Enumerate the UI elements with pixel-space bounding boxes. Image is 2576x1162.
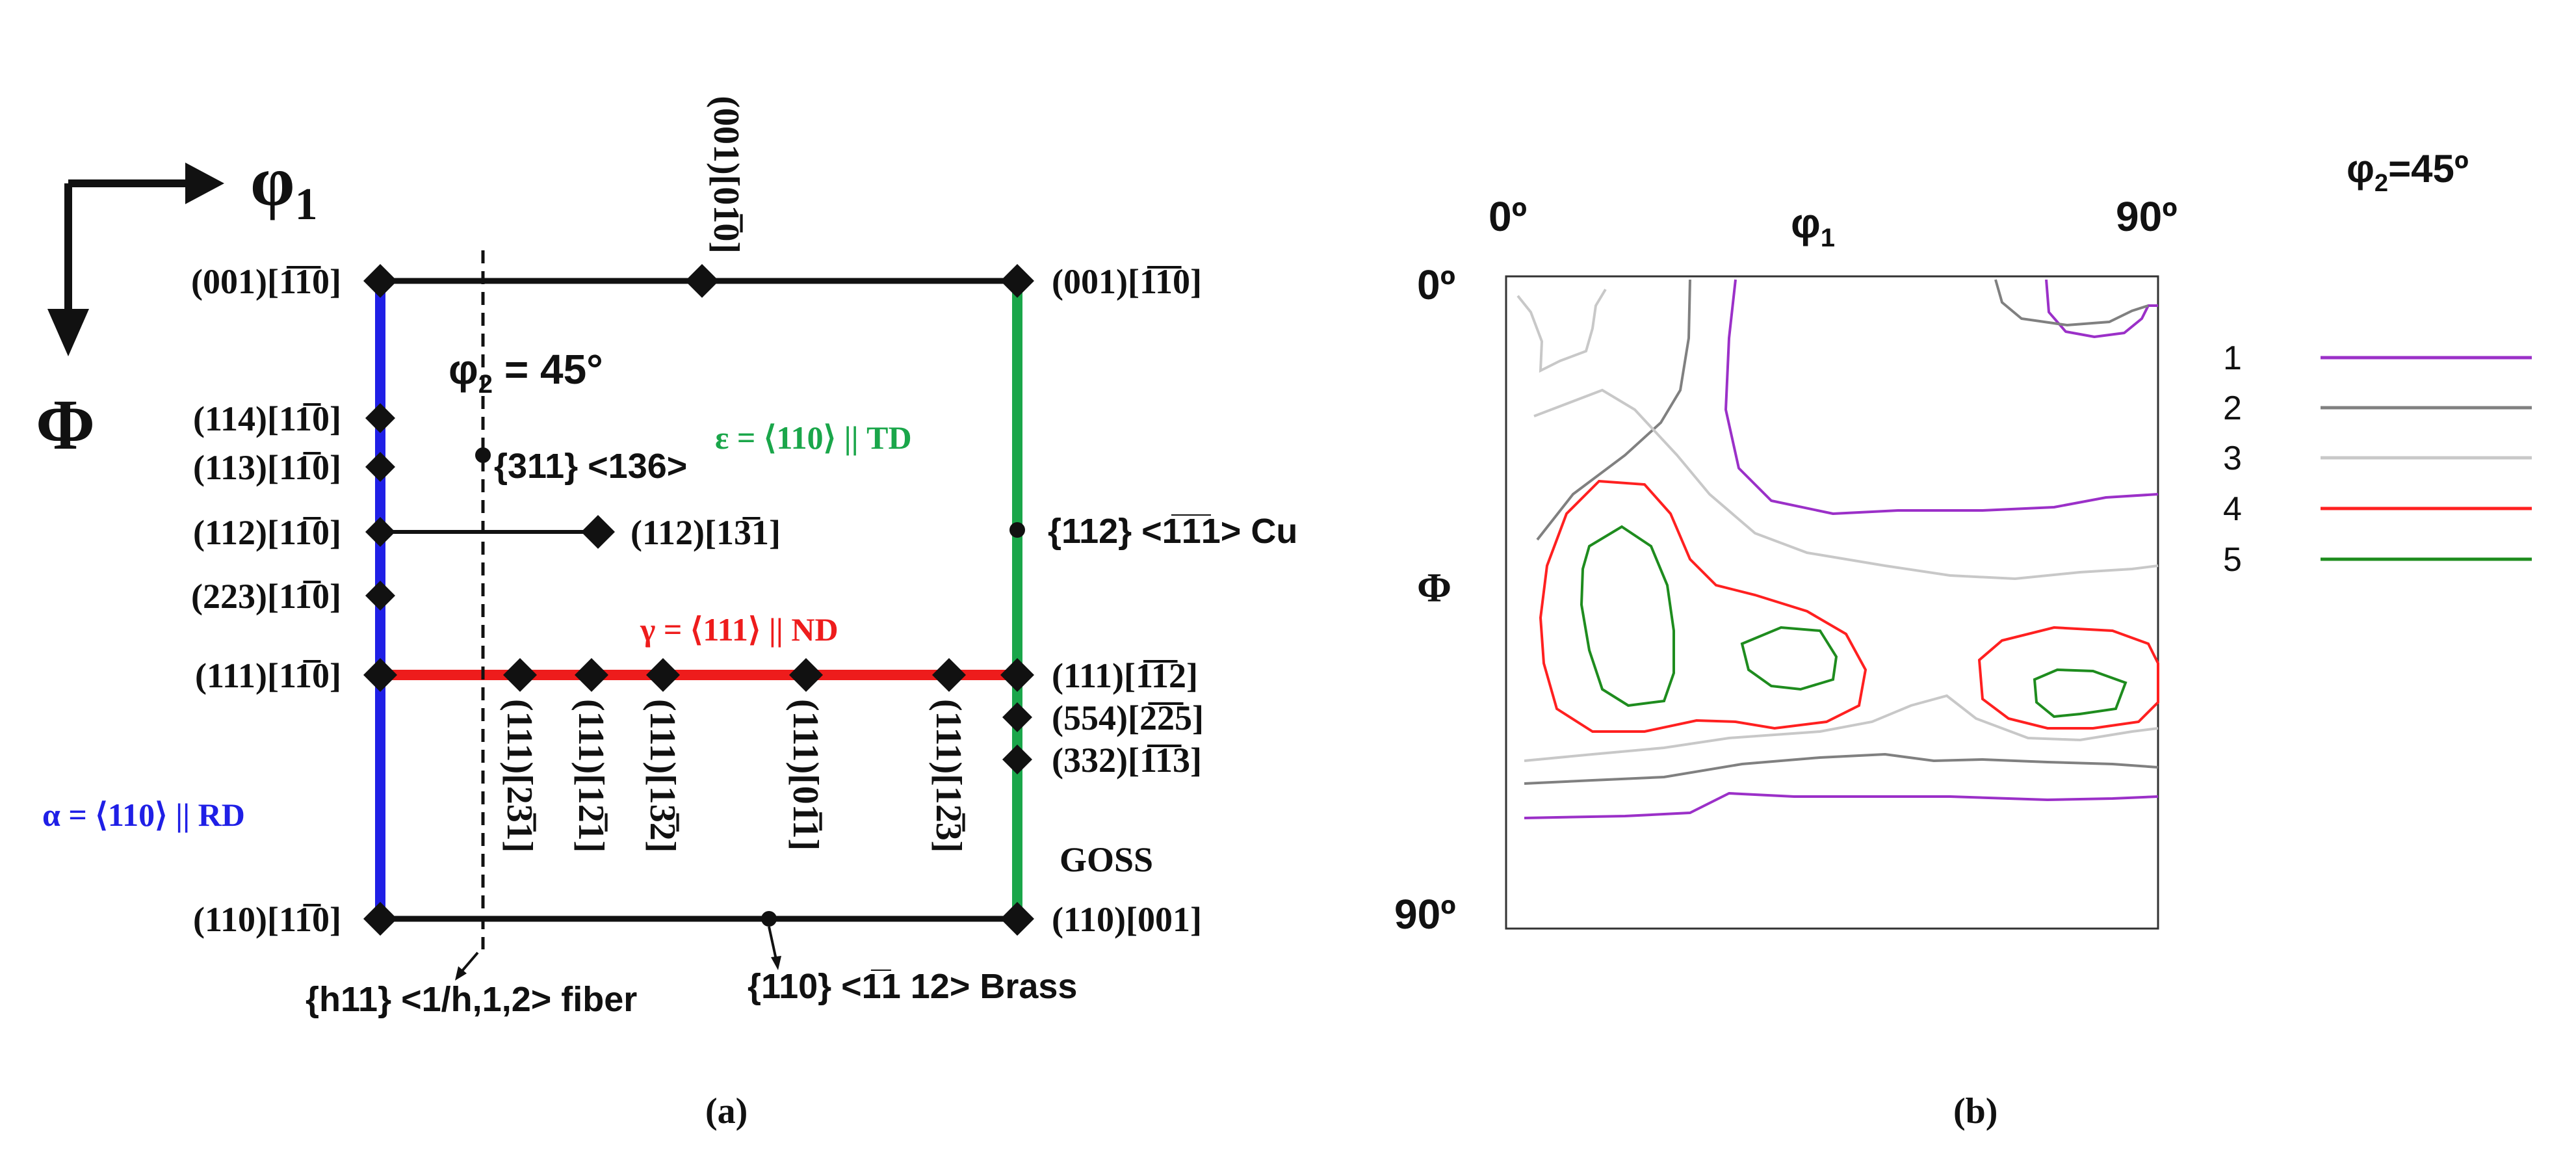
right-labels: (001)[1̅1̅0] (111)[1̅1̅2] (554)[2̅2̅5] (… bbox=[1052, 262, 1204, 939]
diamond-marker bbox=[1000, 658, 1034, 692]
left-label-113: (113)[11̅0] bbox=[193, 448, 341, 487]
contour-4-loop bbox=[1539, 479, 1867, 733]
legend-label-1: 1 bbox=[2223, 339, 2242, 377]
y-end-label: 90º bbox=[1394, 891, 1456, 938]
contour-2-line bbox=[1536, 279, 1691, 541]
x-start-label: 0º bbox=[1489, 193, 1527, 240]
right-label-332: (332)[1̅1̅3] bbox=[1052, 741, 1202, 780]
Phi-axis-arrow bbox=[47, 183, 89, 356]
label-311-136: {311} <136> bbox=[494, 447, 687, 486]
left-label-110: (110)[11̅0] bbox=[193, 900, 341, 939]
left-label-223: (223)[11̅0] bbox=[191, 577, 341, 616]
epsilon-fiber-label: ε = ⟨110⟩ || TD bbox=[715, 419, 912, 456]
phi1-axis-label: φ1 bbox=[250, 141, 318, 230]
right-label-554: (554)[2̅2̅5] bbox=[1052, 698, 1204, 737]
gamma-fiber-label: γ = ⟨111⟩ || ND bbox=[640, 611, 839, 648]
contour-3-line bbox=[1533, 388, 2159, 581]
brass-pointer-arrow bbox=[768, 926, 781, 970]
phi1-axis-arrow bbox=[68, 163, 224, 204]
h11-pointer-arrow bbox=[455, 951, 479, 981]
diamond-marker bbox=[1002, 702, 1032, 732]
contour-level-4 bbox=[1539, 479, 2159, 733]
x-end-label: 90º bbox=[2116, 193, 2178, 240]
contour-2-line bbox=[1524, 752, 2159, 785]
diamond-marker bbox=[503, 658, 537, 692]
x-axis-label: φ1 bbox=[1791, 200, 1835, 252]
phi2-label: φ2 = 45° bbox=[449, 346, 603, 399]
right-label-110-001: (110)[001] bbox=[1052, 900, 1202, 939]
contour-1-line bbox=[2045, 279, 2158, 338]
diamond-marker bbox=[363, 902, 397, 936]
diamond-marker bbox=[932, 658, 966, 692]
panel-a: φ1 Φ bbox=[36, 96, 1297, 1131]
goss-label: GOSS bbox=[1060, 840, 1153, 879]
odf-plot-frame bbox=[1505, 275, 2159, 930]
contour-3-line bbox=[1516, 288, 1607, 373]
diamond-markers bbox=[363, 264, 1034, 936]
contour-level-1 bbox=[1524, 279, 2159, 819]
alpha-fiber-label: α = ⟨110⟩ || RD bbox=[42, 797, 245, 833]
right-label-111: (111)[1̅1̅2] bbox=[1052, 656, 1198, 695]
diamond-marker bbox=[365, 452, 395, 482]
diamond-marker bbox=[685, 264, 719, 298]
legend-label-5: 5 bbox=[2223, 541, 2242, 579]
caption-a: (a) bbox=[705, 1091, 748, 1131]
contour-2-line bbox=[1994, 279, 2149, 327]
diamond-marker bbox=[363, 658, 397, 692]
Phi-axis-label: Φ bbox=[36, 385, 95, 464]
diamond-marker bbox=[646, 658, 680, 692]
diamond-marker bbox=[363, 264, 397, 298]
diamond-marker bbox=[575, 658, 608, 692]
dot-311 bbox=[475, 447, 491, 463]
top-rotated-label: (001)[01̅0] bbox=[706, 96, 746, 254]
y-start-label: 0º bbox=[1417, 261, 1455, 308]
label-cu: {112} <1̅1̅1> Cu bbox=[1048, 512, 1297, 551]
left-label-112: (112)[11̅0] bbox=[193, 513, 341, 552]
diamond-marker bbox=[581, 515, 615, 549]
contour-1-line bbox=[1524, 792, 2159, 819]
contour-3-line bbox=[1524, 694, 2159, 762]
diamond-marker bbox=[365, 517, 395, 547]
rotated-label-132: (111)[13̅2] bbox=[642, 699, 683, 852]
rotated-label-231: (111)[23̅1] bbox=[499, 699, 540, 852]
phi2-title: φ2=45º bbox=[2347, 147, 2469, 197]
legend-label-2: 2 bbox=[2223, 390, 2242, 427]
caption-b: (b) bbox=[1953, 1091, 1997, 1131]
h11-fiber-label: {h11} <1/h,1,2> fiber bbox=[306, 980, 637, 1019]
left-label-114: (114)[11̅0] bbox=[193, 399, 341, 438]
left-label-001: (001)[1̅1̅0] bbox=[191, 262, 341, 301]
contour-5-loop bbox=[1740, 626, 1838, 691]
contour-4-loop bbox=[1977, 626, 2159, 730]
label-112-131: (112)[13̅1] bbox=[631, 513, 781, 552]
diamond-marker bbox=[365, 581, 395, 611]
left-labels: (001)[1̅1̅0] (114)[11̅0] (113)[11̅0] (11… bbox=[191, 262, 341, 939]
contour-1-line bbox=[1724, 279, 2159, 515]
diamond-marker bbox=[365, 403, 395, 433]
diamond-marker bbox=[1000, 264, 1034, 298]
right-label-001: (001)[1̅1̅0] bbox=[1052, 262, 1202, 301]
legend-label-4: 4 bbox=[2223, 490, 2242, 528]
rotated-label-011: (111)[01̅1] bbox=[785, 699, 826, 851]
contour-level-3 bbox=[1516, 288, 2159, 762]
panel-b: 0º φ1 90º 0º Φ 90º φ2=45º bbox=[1394, 147, 2532, 1131]
rotated-label-121: (111)[12̅1] bbox=[571, 699, 611, 852]
bottom-rotated-labels: (111)[23̅1] (111)[12̅1] (111)[13̅2] (111… bbox=[499, 699, 969, 852]
diamond-marker bbox=[1002, 745, 1032, 774]
contour-5-loop bbox=[2033, 668, 2127, 719]
rotated-label-123: (111)[12̅3] bbox=[928, 699, 969, 852]
legend-label-3: 3 bbox=[2223, 440, 2242, 477]
brass-label: {110} <1̅1 12> Brass bbox=[748, 967, 1077, 1006]
dot-brass bbox=[761, 911, 777, 927]
contour-legend: 1 2 3 4 5 bbox=[2223, 339, 2532, 579]
contour-level-5 bbox=[1580, 525, 2127, 719]
dot-cu bbox=[1009, 522, 1025, 538]
diamond-marker bbox=[789, 658, 823, 692]
y-axis-label: Φ bbox=[1417, 564, 1451, 611]
left-label-111: (111)[11̅0] bbox=[195, 656, 341, 695]
contour-5-loop bbox=[1580, 525, 1675, 707]
diamond-marker bbox=[1000, 902, 1034, 936]
contour-level-2 bbox=[1524, 279, 2159, 785]
